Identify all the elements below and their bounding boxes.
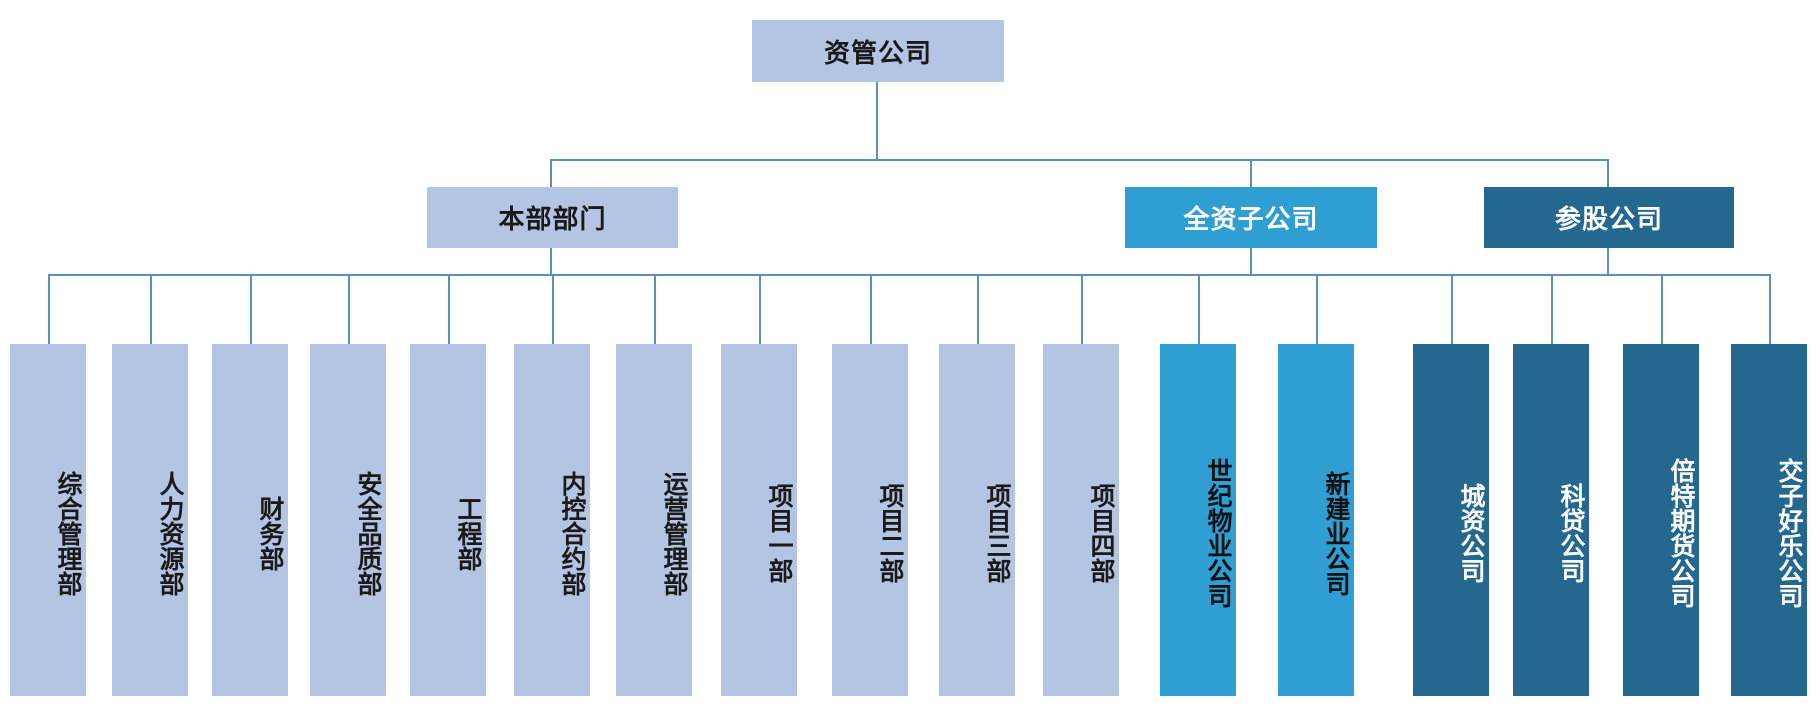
connector-leaf: [1198, 274, 1200, 344]
connector-root-down: [876, 82, 878, 160]
dept-node: 内控合约部: [514, 344, 590, 696]
connector-leaf: [759, 274, 761, 344]
connector-equity-down: [1607, 248, 1609, 276]
dept-node: 项目一部: [721, 344, 797, 696]
subsidiary-node: 新建业公司: [1278, 344, 1354, 696]
connector-leaf: [552, 274, 554, 344]
dept-node: 项目四部: [1043, 344, 1119, 696]
connector-leaf: [1551, 274, 1553, 344]
subsidiary-node: 世纪物业公司: [1160, 344, 1236, 696]
dept-node: 安全品质部: [310, 344, 386, 696]
connector-leaf: [448, 274, 450, 344]
connector-leaf: [150, 274, 152, 344]
connector-leaf: [48, 274, 50, 344]
connector-hq-up: [550, 159, 552, 187]
connector-leaf: [977, 274, 979, 344]
connector-leaf: [1769, 274, 1771, 344]
connector-leaf: [348, 274, 350, 344]
connector-wholly-up: [1250, 159, 1252, 187]
connector-leaf: [870, 274, 872, 344]
dept-node: 财务部: [212, 344, 288, 696]
group-node-headquarters: 本部部门: [427, 187, 678, 248]
connector-leaf: [1661, 274, 1663, 344]
dept-node: 项目二部: [832, 344, 908, 696]
dept-node: 运营管理部: [616, 344, 692, 696]
group-node-wholly-owned: 全资子公司: [1125, 187, 1377, 248]
connector-leaf: [1316, 274, 1318, 344]
connector-level1-bus: [550, 159, 1608, 161]
connector-equity-up: [1607, 159, 1609, 187]
equity-company-node: 倍特期货公司: [1623, 344, 1699, 696]
root-node: 资管公司: [752, 20, 1004, 82]
connector-leaf: [250, 274, 252, 344]
connector-level2-bus: [48, 274, 1770, 276]
equity-company-node: 城资公司: [1413, 344, 1489, 696]
group-node-equity: 参股公司: [1484, 187, 1734, 248]
connector-leaf: [654, 274, 656, 344]
connector-leaf: [1081, 274, 1083, 344]
dept-node: 人力资源部: [112, 344, 188, 696]
dept-node: 工程部: [410, 344, 486, 696]
equity-company-node: 交子好乐公司: [1731, 344, 1807, 696]
connector-wholly-down: [1250, 248, 1252, 276]
connector-leaf: [1451, 274, 1453, 344]
dept-node: 综合管理部: [10, 344, 86, 696]
equity-company-node: 科贷公司: [1513, 344, 1589, 696]
dept-node: 项目三部: [939, 344, 1015, 696]
connector-hq-down: [550, 248, 552, 276]
